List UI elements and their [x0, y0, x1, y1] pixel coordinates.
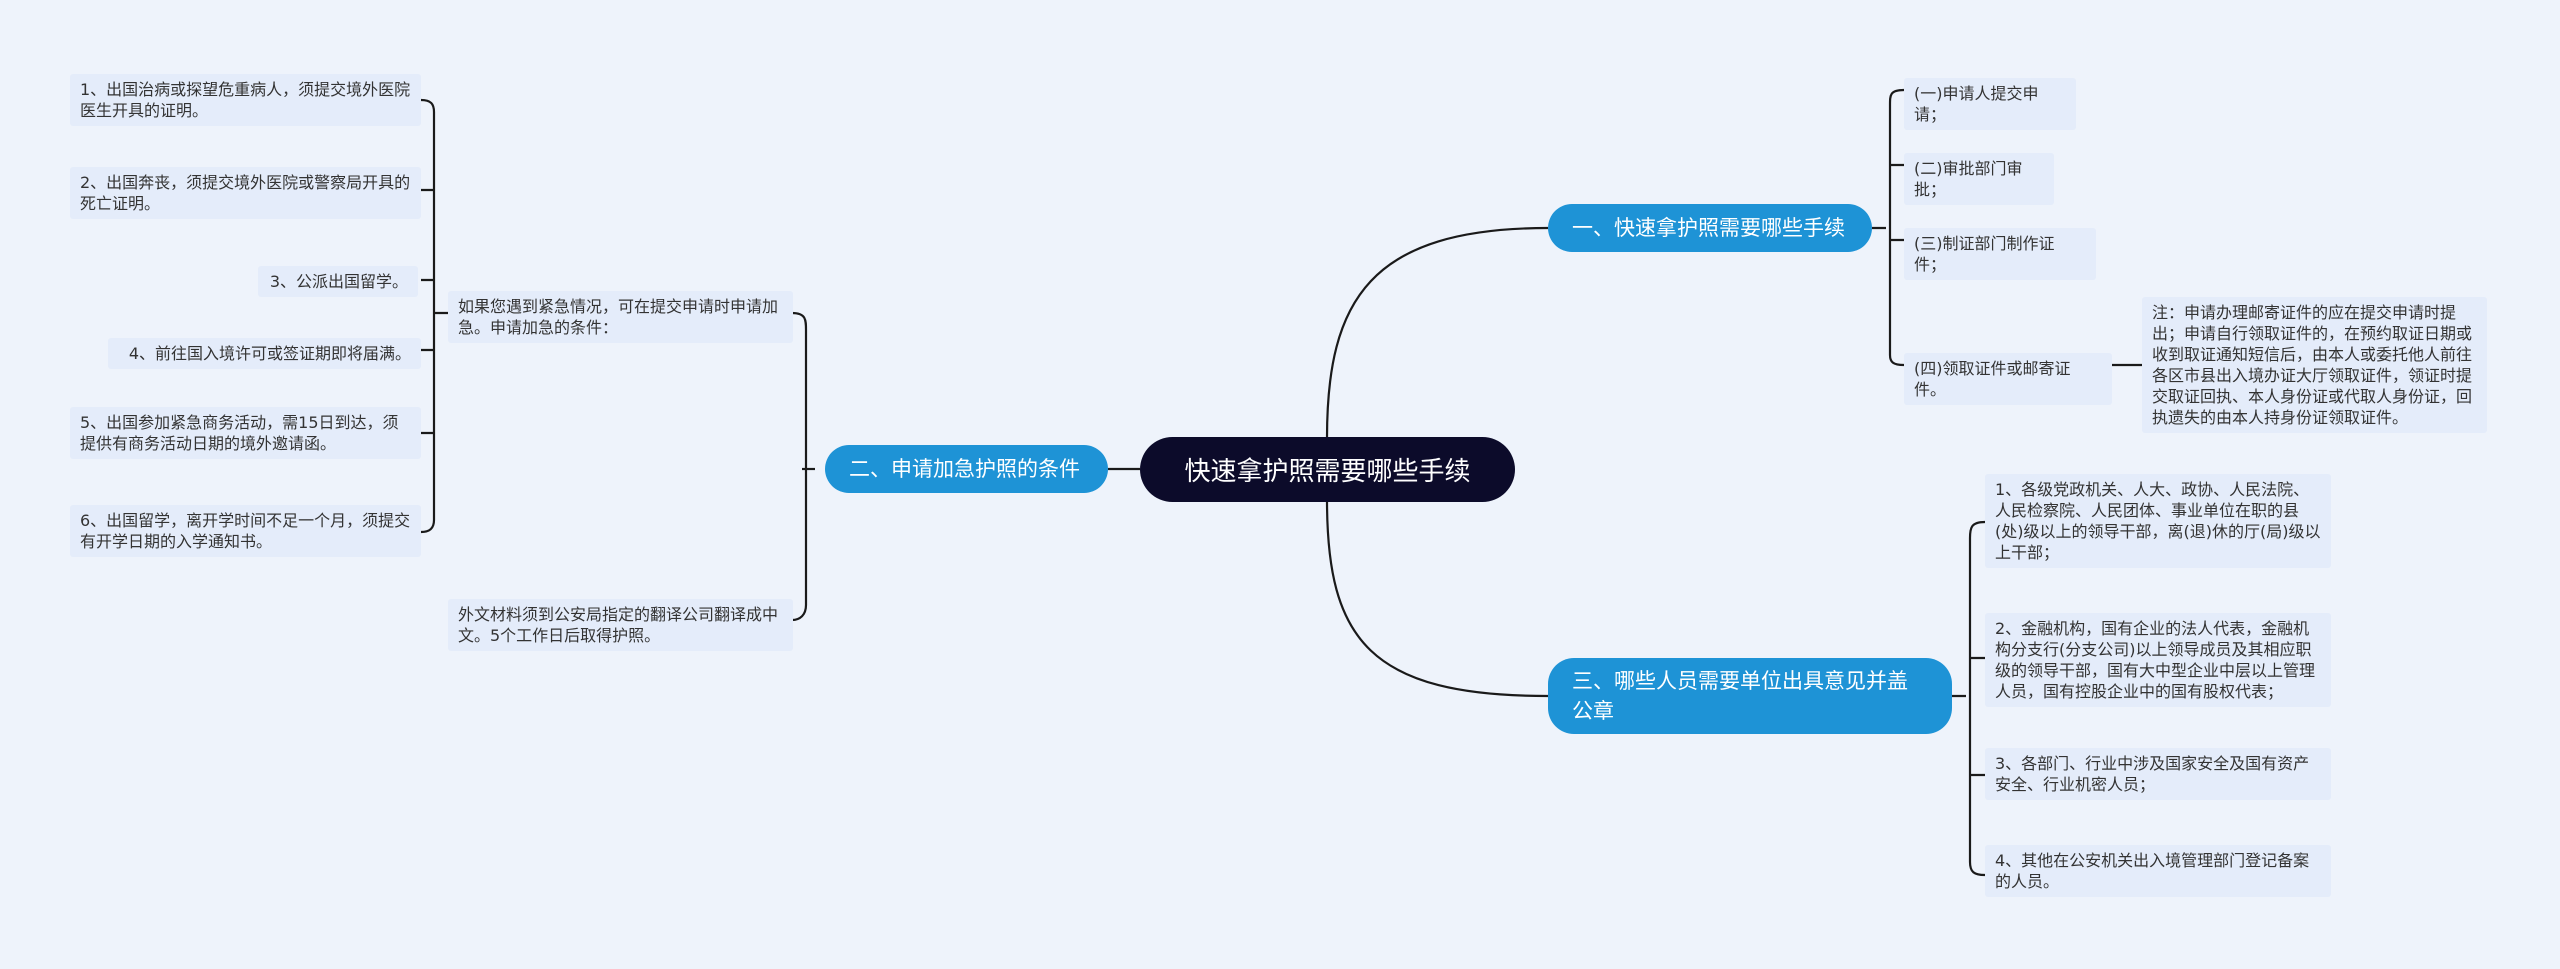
expedite-condition-2[interactable]: 2、出国奔丧，须提交境外医院或警察局开具的死亡证明。 [70, 167, 421, 219]
bracket-b2-conditions [420, 98, 448, 534]
procedure-step-3[interactable]: (三)制证部门制作证件； [1904, 228, 2096, 280]
approval-person-3[interactable]: 3、各部门、行业中涉及国家安全及国有资产安全、行业机密人员； [1985, 748, 2331, 800]
translation-note[interactable]: 外文材料须到公安局指定的翻译公司翻译成中文。5个工作日后取得护照。 [448, 599, 793, 651]
connector-root-b1 [1325, 226, 1549, 439]
root-node[interactable]: 快速拿护照需要哪些手续 [1140, 437, 1515, 502]
approval-person-1[interactable]: 1、各级党政机关、人大、政协、人民法院、人民检察院、人民团体、事业单位在职的县(… [1985, 474, 2331, 568]
bracket-b3 [1952, 520, 1986, 877]
procedure-step-1[interactable]: (一)申请人提交申请； [1904, 78, 2076, 130]
pickup-note[interactable]: 注：申请办理邮寄证件的应在提交申请时提出；申请自行领取证件的，在预约取证日期或收… [2142, 297, 2487, 433]
bracket-b1 [1872, 88, 1905, 367]
expedite-condition-4[interactable]: 4、前往国入境许可或签证期即将届满。 [108, 338, 421, 369]
expedite-condition-6[interactable]: 6、出国留学，离开学时间不足一个月，须提交有开学日期的入学通知书。 [70, 505, 421, 557]
expedite-intro[interactable]: 如果您遇到紧急情况，可在提交申请时申请加急。申请加急的条件： [448, 291, 793, 343]
branch-node-procedures[interactable]: 一、快速拿护照需要哪些手续 [1548, 204, 1872, 252]
expedite-condition-3[interactable]: 3、公派出国留学。 [258, 266, 418, 297]
expedite-condition-5[interactable]: 5、出国参加紧急商务活动，需15日到达，须提供有商务活动日期的境外邀请函。 [70, 407, 421, 459]
branch-node-expedite[interactable]: 二、申请加急护照的条件 [825, 445, 1108, 493]
approval-person-4[interactable]: 4、其他在公安机关出入境管理部门登记备案的人员。 [1985, 845, 2331, 897]
connector-root-b3 [1325, 499, 1549, 698]
expedite-condition-1[interactable]: 1、出国治病或探望危重病人，须提交境外医院医生开具的证明。 [70, 74, 421, 126]
approval-person-2[interactable]: 2、金融机构，国有企业的法人代表，金融机构分支行(分支公司)以上领导成员及其相应… [1985, 613, 2331, 707]
branch-node-unit-approval[interactable]: 三、哪些人员需要单位出具意见并盖公章 [1548, 658, 1952, 734]
procedure-step-2[interactable]: (二)审批部门审批； [1904, 153, 2054, 205]
bracket-b2 [791, 311, 808, 622]
procedure-step-4[interactable]: (四)领取证件或邮寄证件。 [1904, 353, 2112, 405]
